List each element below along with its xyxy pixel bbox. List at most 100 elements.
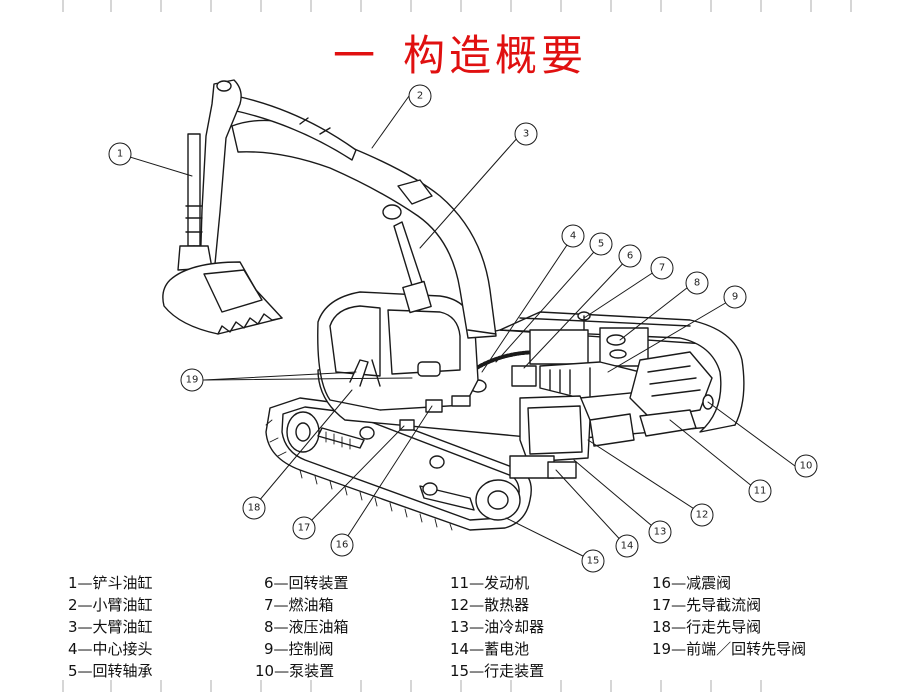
legend-num: 4 xyxy=(68,640,78,658)
filler-cap xyxy=(609,349,627,359)
bucket-teeth xyxy=(217,313,283,335)
callout-label: 14 xyxy=(621,541,634,552)
callout-8: 8 xyxy=(685,271,709,295)
legend-num: 3 xyxy=(68,618,78,636)
callout-label: 5 xyxy=(598,239,604,250)
legend-text: —油冷却器 xyxy=(469,618,545,636)
callout-19: 19 xyxy=(180,368,204,392)
oil-cooler xyxy=(589,413,635,447)
recoil-spring xyxy=(317,427,365,449)
legend-item: 11—发动机 xyxy=(450,572,529,593)
callout-label: 1 xyxy=(117,149,123,160)
boom-cylinder-barrel xyxy=(402,280,432,314)
callout-17: 17 xyxy=(292,516,316,540)
leader-7 xyxy=(583,267,661,319)
sprocket xyxy=(475,479,521,521)
legend-num: 17 xyxy=(652,596,672,614)
arm-cylinder xyxy=(231,95,357,161)
tick-mark xyxy=(310,680,312,692)
legend-num: 19 xyxy=(652,640,672,658)
tick-mark xyxy=(360,680,362,692)
cab-window-front xyxy=(329,305,381,377)
boom-cylinder xyxy=(393,221,425,293)
travel-motor-cap xyxy=(422,482,438,496)
recoil-spring-coils xyxy=(325,431,351,450)
tick-mark xyxy=(610,680,612,692)
legend-num: 13 xyxy=(450,618,470,636)
tick-mark xyxy=(62,0,64,12)
legend-num: 16 xyxy=(652,574,672,592)
legend-num: 6 xyxy=(264,574,274,592)
legend-num: 18 xyxy=(652,618,672,636)
callout-12: 12 xyxy=(690,503,714,527)
tick-mark xyxy=(510,680,512,692)
legend-text: —行走装置 xyxy=(469,662,545,680)
leader-11 xyxy=(669,419,759,492)
legend-num: 9 xyxy=(264,640,274,658)
legend-item: 1—铲斗油缸 xyxy=(68,572,153,593)
front-idler-hub xyxy=(295,422,311,442)
callout-10: 10 xyxy=(794,454,818,478)
legend-text: —中心接头 xyxy=(77,640,153,658)
arm-top-pin xyxy=(216,80,232,92)
callout-11: 11 xyxy=(748,479,772,503)
legend-item: 9—控制阀 xyxy=(264,638,334,659)
bucket-inner xyxy=(203,269,263,313)
legend-text: —小臂油缸 xyxy=(77,596,153,614)
tick-mark xyxy=(560,680,562,692)
pilot-valve-lever xyxy=(349,359,369,387)
legend-num: 5 xyxy=(68,662,78,680)
tick-mark xyxy=(260,680,262,692)
cab-lever-2 xyxy=(371,359,381,387)
cab-door-handle xyxy=(417,361,441,377)
tick-mark xyxy=(510,0,512,12)
tick-mark xyxy=(110,0,112,12)
legend-item: 14—蓄电池 xyxy=(450,638,529,659)
callout-label: 13 xyxy=(654,527,667,538)
callout-label: 6 xyxy=(627,251,633,262)
boom-cylinder-pin xyxy=(382,204,402,220)
legend-text: —液压油箱 xyxy=(273,618,349,636)
callout-15: 15 xyxy=(581,549,605,573)
tick-mark xyxy=(210,680,212,692)
tick-mark xyxy=(810,0,812,12)
legend-item: 10—泵装置 xyxy=(255,660,334,681)
tick-mark xyxy=(410,680,412,692)
callout-label: 4 xyxy=(570,231,576,242)
callout-label: 10 xyxy=(800,461,813,472)
legend-item: 16—减震阀 xyxy=(652,572,731,593)
callout-14: 14 xyxy=(615,534,639,558)
cab-window-side xyxy=(387,309,461,375)
tick-mark xyxy=(110,680,112,692)
track-assembly xyxy=(265,397,532,531)
legend-item: 17—先导截流阀 xyxy=(652,594,761,615)
callout-1: 1 xyxy=(108,142,132,166)
engine-block xyxy=(629,351,713,419)
legend-item: 19—前端／回转先导阀 xyxy=(652,638,806,659)
callout-label: 16 xyxy=(336,540,349,551)
bucket-cylinder xyxy=(187,133,201,247)
bucket xyxy=(162,261,283,335)
arm-cylinder-rings xyxy=(299,117,331,135)
tick-mark xyxy=(710,0,712,12)
legend-text: —前端／回转先导阀 xyxy=(671,640,807,658)
callout-4: 4 xyxy=(561,224,585,248)
callout-label: 3 xyxy=(523,129,529,140)
callout-2: 2 xyxy=(408,84,432,108)
radiator-core xyxy=(527,405,583,455)
callout-18: 18 xyxy=(242,496,266,520)
engine-fins xyxy=(647,365,701,397)
leader-12 xyxy=(587,439,703,515)
battery-2 xyxy=(547,461,577,479)
leader-15 xyxy=(505,517,594,562)
leader-2 xyxy=(371,95,410,149)
parts-legend: 1—铲斗油缸 2—小臂油缸 3—大臂油缸 4—中心接头 5—回转轴承 6—回转装… xyxy=(0,568,920,680)
legend-item: 5—回转轴承 xyxy=(68,660,153,681)
tick-mark xyxy=(710,680,712,692)
callout-label: 19 xyxy=(186,375,199,386)
carrier-roller-2 xyxy=(429,455,445,469)
track-shoes xyxy=(265,419,453,531)
leader-18 xyxy=(252,389,353,509)
legend-text: —减震阀 xyxy=(671,574,732,592)
